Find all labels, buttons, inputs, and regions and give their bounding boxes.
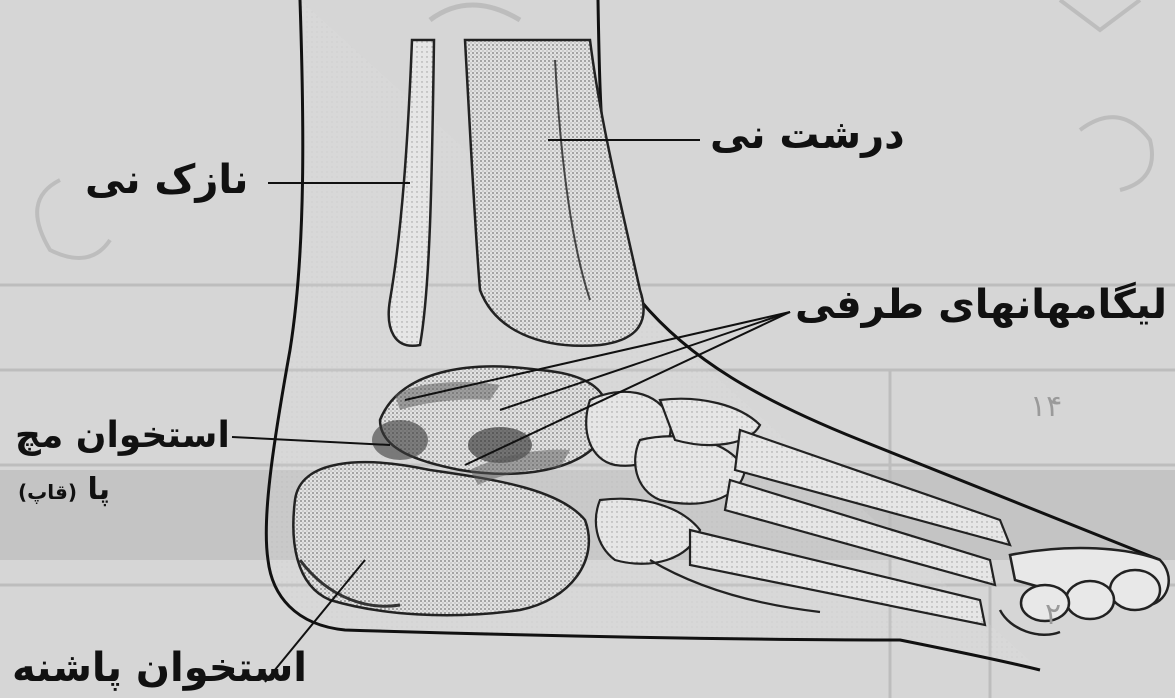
fibula-label: نازک نی — [85, 160, 248, 200]
toe-bones — [1000, 548, 1169, 635]
tibia-label: درشت نی — [710, 115, 905, 155]
talus-label-word: پا — [87, 472, 110, 507]
background-page-number-2: ۲ — [1045, 600, 1061, 630]
talus-label-paren: (قاپ) — [18, 480, 77, 504]
lateral-ligaments-label: لیگامهانهای طرفی — [795, 285, 1167, 325]
background-page-number: ۱۴ — [1030, 392, 1062, 422]
calcaneus-label: استخوان پاشنه — [12, 648, 307, 688]
talus-label: استخوان مچ — [15, 418, 230, 454]
tibia-bone — [465, 40, 644, 346]
talus-label-line2: پا (قاپ) — [18, 475, 110, 505]
